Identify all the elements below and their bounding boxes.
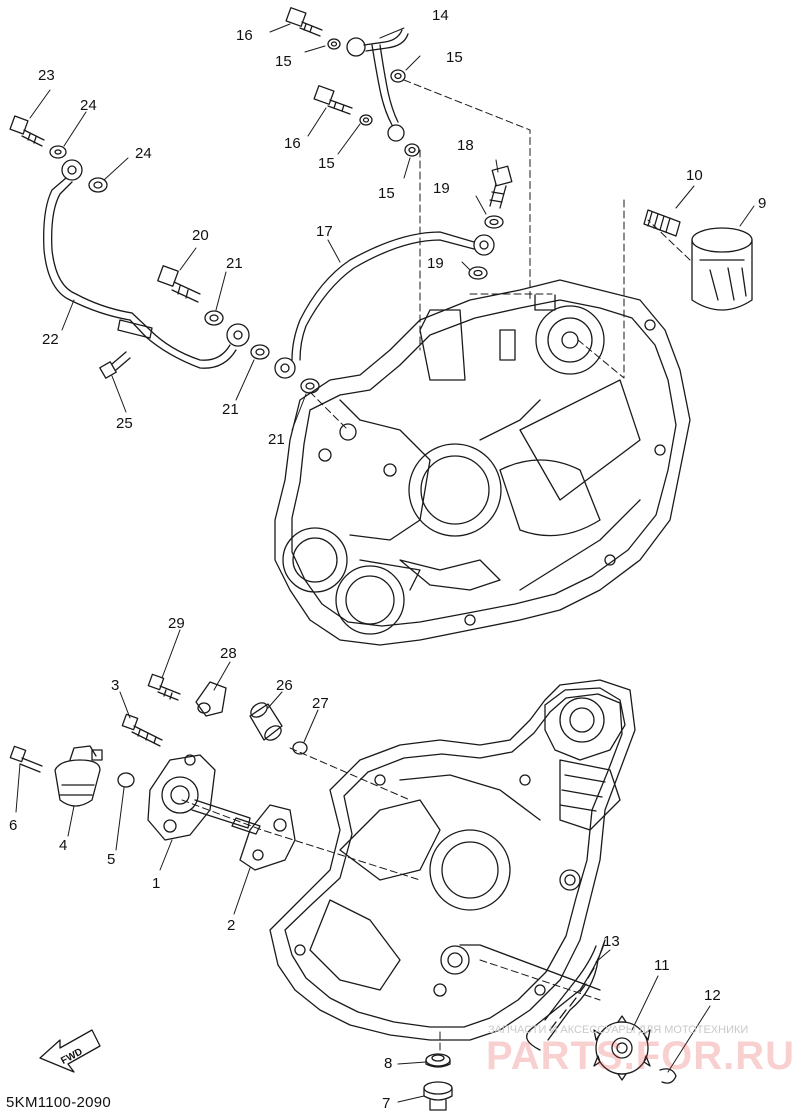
callout-21a: 21: [226, 255, 243, 272]
callout-15c: 15: [318, 155, 335, 172]
callout-9: 9: [758, 195, 766, 212]
callout-4: 4: [59, 837, 67, 854]
callout-1: 1: [152, 875, 160, 892]
washers-15: [327, 38, 420, 157]
callout-16b: 16: [284, 135, 301, 152]
callout-29: 29: [168, 615, 185, 632]
oil-pipe-22: [43, 159, 250, 369]
callout-18: 18: [457, 137, 474, 154]
drain-plug-7: [423, 1081, 453, 1111]
bolt-3: [121, 713, 163, 747]
callout-12: 12: [704, 987, 721, 1004]
gasket-2: [239, 804, 296, 871]
callout-numbers: 1 2 3 4 5 6 7 8 9 10 11 12 13 14 15 15 1…: [9, 7, 766, 1112]
collar-26: [249, 702, 283, 741]
callout-22: 22: [42, 331, 59, 348]
callout-6: 6: [9, 817, 17, 834]
watermark-logo: PARTS.FOR.RU: [486, 1034, 796, 1078]
bolt-20: [157, 265, 201, 303]
callout-24a: 24: [80, 97, 97, 114]
callout-21b: 21: [222, 401, 239, 418]
callout-25: 25: [116, 415, 133, 432]
crankcase-left: [269, 679, 636, 1041]
callout-20: 20: [192, 227, 209, 244]
callout-13: 13: [603, 933, 620, 950]
o-ring-27: [292, 741, 308, 755]
callout-24b: 24: [135, 145, 152, 162]
union-bolt-16-mid: [313, 85, 353, 115]
fwd-arrow-icon: FWD: [39, 1029, 101, 1073]
bolt-6: [9, 745, 43, 773]
callout-23: 23: [38, 67, 55, 84]
callout-26: 26: [276, 677, 293, 694]
callout-17: 17: [316, 223, 333, 240]
watermark-tagline: ЗАПЧАСТИ И АКСЕССУАРЫ ДЛЯ МОТОТЕХНИКИ: [488, 1024, 749, 1036]
bolt-23: [9, 115, 45, 147]
callout-8: 8: [384, 1055, 392, 1072]
callout-7: 7: [382, 1095, 390, 1112]
oil-pipe-14: [346, 29, 409, 142]
o-ring-5: [117, 772, 135, 788]
callout-11: 11: [654, 957, 670, 974]
strainer-4: [54, 745, 103, 807]
diagram-code: 5KM1100-2090: [6, 1094, 112, 1111]
screw-25: [99, 351, 131, 379]
callout-5: 5: [107, 851, 115, 868]
callout-28: 28: [220, 645, 237, 662]
crankcase-right: [274, 279, 691, 646]
bracket-28: [195, 681, 227, 717]
callout-2: 2: [227, 917, 235, 934]
sprocket-11: [593, 1015, 651, 1081]
bolt-29: [147, 673, 181, 701]
callout-21c: 21: [268, 431, 285, 448]
washers-21: [204, 310, 320, 394]
callout-19b: 19: [427, 255, 444, 272]
callout-15a: 15: [275, 53, 292, 70]
oil-filter: [691, 227, 753, 311]
callout-10: 10: [686, 167, 703, 184]
chain-13: [526, 939, 606, 1051]
washer-8: [425, 1053, 451, 1068]
callout-15d: 15: [378, 185, 395, 202]
oil-pump: [147, 754, 261, 841]
washers-24: [49, 145, 108, 193]
callout-15b: 15: [446, 49, 463, 66]
callout-16a: 16: [236, 27, 253, 44]
alignment-lines: [181, 79, 691, 1051]
filter-union-bolt: [643, 209, 681, 237]
leader-lines: [15, 23, 755, 1103]
union-bolt-16-top: [285, 7, 323, 37]
callout-27: 27: [312, 695, 329, 712]
callout-3: 3: [111, 677, 119, 694]
oil-pipe-17: [274, 231, 495, 379]
bolt-18: [489, 165, 513, 209]
washers-19: [468, 215, 504, 280]
callout-14: 14: [432, 7, 449, 24]
callout-19a: 19: [433, 180, 450, 197]
clip-12: [659, 1068, 677, 1084]
